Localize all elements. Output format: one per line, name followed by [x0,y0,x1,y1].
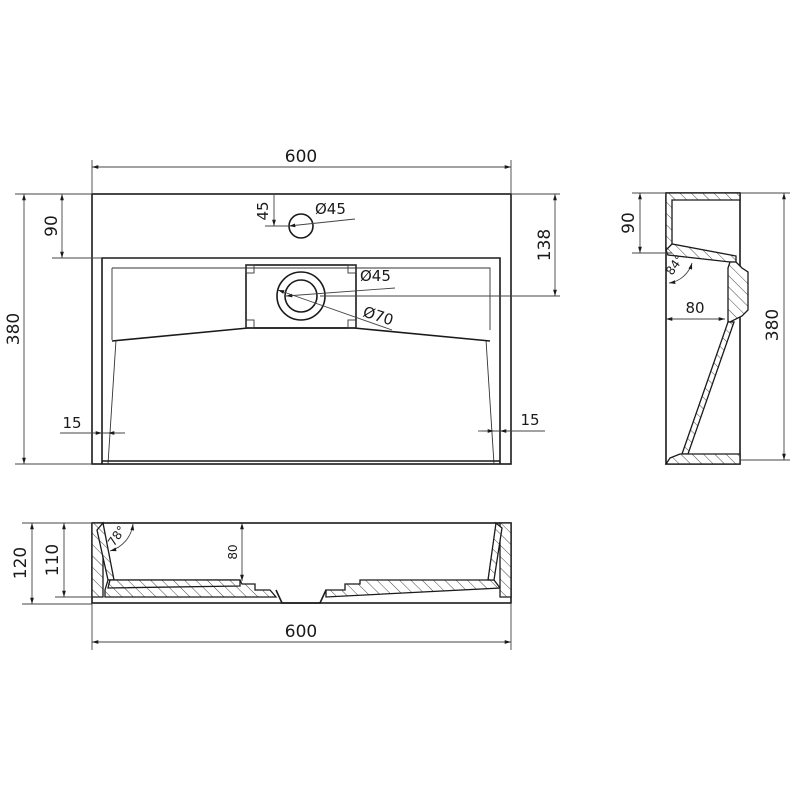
basin-outline [91,193,512,465]
tap-diameter-label: Ø45 [315,200,346,218]
drain-corner-bl [245,319,255,329]
drain-corner-br [347,319,357,329]
bowl-inner-rim [107,267,495,465]
front-basin-depth-label: 80 [226,544,240,559]
drain-inner-circle [284,279,318,313]
side-section: 90 84° 80 380 [619,192,790,465]
drain-recess [245,264,357,329]
bowl-outline [101,257,501,464]
side-drain-depth-label: 80 [685,299,704,317]
side-deck-label: 90 [619,212,639,234]
deck-depth-label: 90 [42,215,62,237]
tap-offset-label: 45 [254,201,272,220]
front-width-label: 600 [285,622,317,642]
top-view: 600 380 90 45 Ø45 Ø45 Ø70 138 15 [4,147,560,465]
drain-outer-diameter-label: Ø70 [361,303,396,330]
depth-label: 380 [4,313,24,345]
front-inner-height-label: 110 [43,544,63,576]
drain-offset-label: 138 [535,229,555,261]
drain-corner-tr [347,264,357,274]
bowl-slope-line [111,327,491,342]
front-total-height-label: 120 [11,547,31,579]
left-wall-label: 15 [62,414,81,432]
drain-inner-diameter-label: Ø45 [360,267,391,285]
side-total-depth-label: 380 [763,309,783,341]
front-angle-label: 78° [105,523,129,548]
front-section: 120 110 78° 80 600 [11,521,512,650]
drain-corner-tl [245,264,255,274]
right-wall-label: 15 [520,411,539,429]
width-label: 600 [285,147,317,167]
